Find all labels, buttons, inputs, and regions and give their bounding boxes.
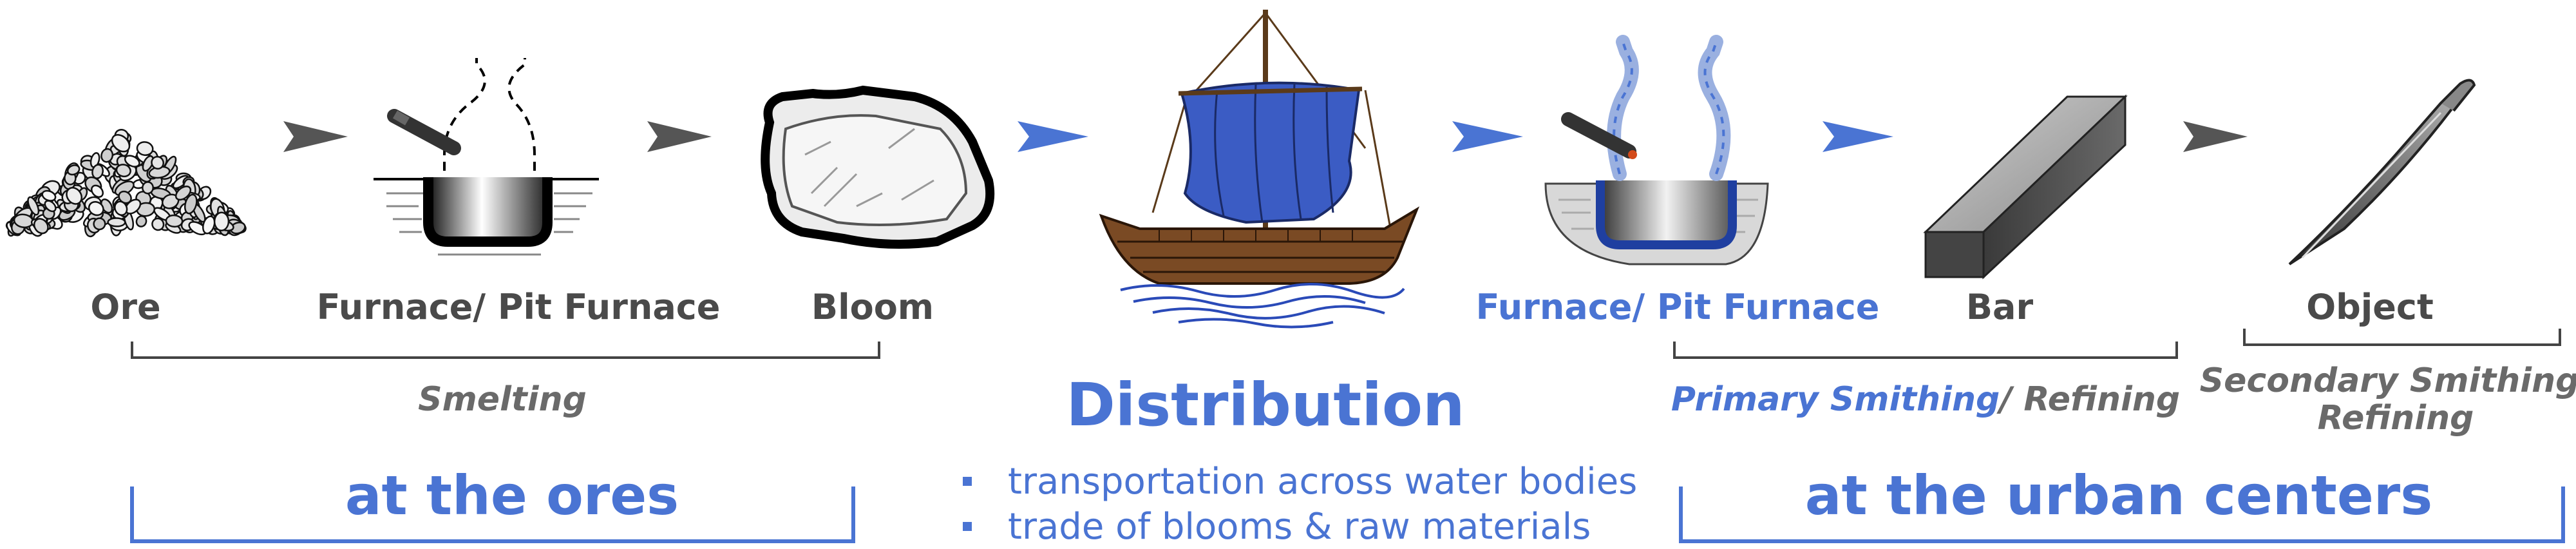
ore-stone xyxy=(142,181,154,195)
process-refining-suffix: / Refining xyxy=(2000,380,2181,419)
arrow-icon xyxy=(283,121,348,152)
ore-stone xyxy=(100,148,114,163)
process-secondary-smithing: Secondary Smithing/ Refining xyxy=(2200,362,2576,437)
process-smelting: Smelting xyxy=(418,380,587,419)
distribution-bullets: transportation across water bodies trade… xyxy=(963,459,1637,549)
ore-stone xyxy=(175,186,192,201)
distribution-bullet: trade of blooms & raw materials xyxy=(963,504,1637,549)
ore-stone xyxy=(184,193,198,215)
ore-stone xyxy=(33,218,49,235)
process-primary-smithing: Primary Smithing/ Refining xyxy=(1671,380,2180,419)
ore-stone xyxy=(151,155,164,170)
distribution-bullet: transportation across water bodies xyxy=(963,459,1637,504)
process-secondary-line2: Refining xyxy=(2317,399,2474,438)
bracket-secondary-smithing xyxy=(2243,329,2561,346)
ore-stone xyxy=(66,164,80,176)
blade-object-icon xyxy=(2288,79,2476,265)
ore-stone xyxy=(202,215,216,235)
stage-label-object: Object xyxy=(2306,287,2434,327)
stage-label-furnace-urban: Furnace/ Pit Furnace xyxy=(1475,287,1880,327)
stage-label-bloom: Bloom xyxy=(811,287,934,327)
ore-stone xyxy=(41,189,57,202)
process-primary-smithing-label: Primary Smithing xyxy=(1671,380,2000,419)
ore-stone xyxy=(213,211,230,231)
ore-stone xyxy=(107,217,126,227)
bracket-smelting xyxy=(131,342,880,359)
location-at-the-ores: at the ores xyxy=(345,464,679,527)
ore-stone xyxy=(91,164,104,180)
ore-stone xyxy=(88,201,104,217)
ore-stone xyxy=(66,187,83,205)
ore-stone xyxy=(136,141,154,157)
stage-label-bar: Bar xyxy=(1965,287,2034,327)
arrow-icon xyxy=(2183,121,2248,152)
bracket-at-the-ores xyxy=(130,486,855,543)
distribution-bullet-text: trade of blooms & raw materials xyxy=(1008,505,1591,548)
ore-stone xyxy=(114,200,128,217)
pit-furnace-icon xyxy=(374,58,599,256)
ore-stone xyxy=(151,217,165,231)
bracket-primary-smithing xyxy=(1673,342,2178,359)
ore-stone xyxy=(124,155,140,168)
sailing-ship-icon xyxy=(1099,10,1420,329)
bloom-icon xyxy=(761,85,995,249)
ore-stone xyxy=(165,214,184,228)
ore-stone xyxy=(111,133,131,153)
arrow-icon xyxy=(1018,121,1088,152)
stage-label-furnace: Furnace/ Pit Furnace xyxy=(316,287,721,327)
ore-stone xyxy=(27,196,40,216)
bracket-urban-centers xyxy=(1679,486,2565,543)
stage-label-ore: Ore xyxy=(90,287,161,327)
process-secondary-line1: Secondary Smithing/ xyxy=(2199,361,2576,400)
arrow-icon xyxy=(1823,121,1893,152)
iron-bar-icon xyxy=(1923,94,2128,280)
pit-furnace-icon xyxy=(1544,35,1769,265)
ore-pile-icon xyxy=(5,128,247,238)
arrow-icon xyxy=(1452,121,1523,152)
distribution-bullet-text: transportation across water bodies xyxy=(1008,460,1638,503)
ore-stone xyxy=(44,200,57,213)
bullet-marker xyxy=(963,477,972,486)
location-urban-centers: at the urban centers xyxy=(1804,464,2433,527)
arrow-icon xyxy=(647,121,712,152)
ore-stone xyxy=(93,217,106,231)
distribution-title: Distribution xyxy=(1066,371,1465,439)
bullet-marker xyxy=(963,522,972,531)
ore-stone xyxy=(115,164,131,178)
ore-stone xyxy=(90,184,104,198)
